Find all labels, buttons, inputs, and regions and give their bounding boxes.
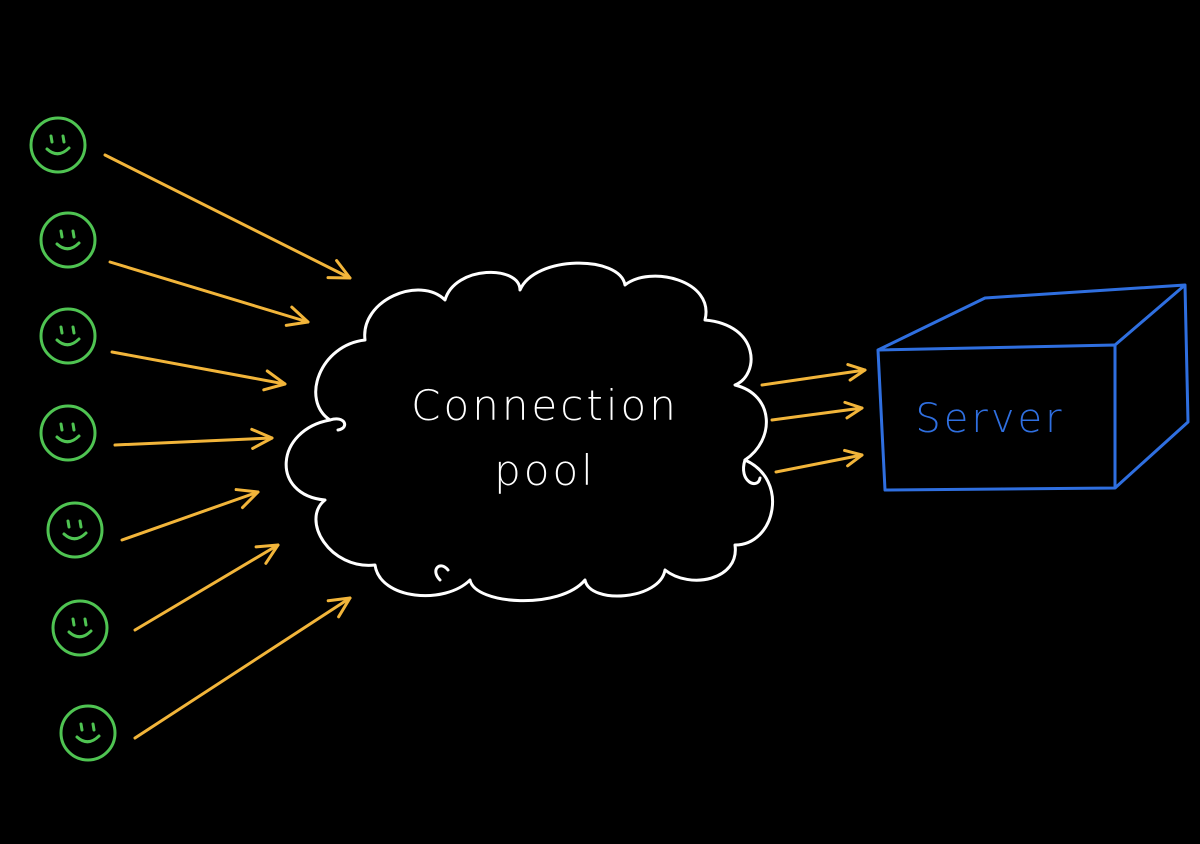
incoming-arrows-group — [103, 153, 352, 740]
client-smiley-icon — [39, 404, 97, 462]
right-eye — [71, 229, 76, 239]
cloud-curl-bottom — [434, 564, 450, 582]
outgoing-arrow — [760, 363, 867, 387]
client-smiley-icon — [46, 501, 104, 559]
arrow-shaft — [770, 406, 864, 422]
cloud-outline — [284, 261, 774, 603]
mouth — [62, 531, 88, 541]
mouth — [75, 734, 101, 744]
arrow-head — [262, 369, 287, 392]
mouth — [67, 629, 93, 639]
arrow-shaft — [133, 596, 352, 740]
arrow-head — [326, 596, 352, 619]
arrow-head — [843, 400, 864, 420]
arrow-shaft — [110, 350, 287, 386]
right-eye — [71, 325, 76, 335]
right-eye — [78, 519, 83, 529]
right-eye — [71, 422, 76, 432]
left-eye — [79, 722, 84, 732]
client-smiley-icon — [39, 307, 97, 365]
mouth — [55, 241, 81, 251]
incoming-arrow — [133, 543, 280, 632]
cloud-curl-right — [742, 458, 762, 485]
server-box-top-face — [877, 283, 1187, 352]
arrow-head — [284, 305, 310, 327]
server-label: Server — [915, 396, 1064, 442]
left-eye — [59, 325, 64, 335]
pool-label-line1: Connection — [411, 381, 679, 430]
left-eye — [71, 617, 76, 627]
arrow-shaft — [108, 260, 310, 324]
client-smiley-icon — [29, 116, 87, 174]
client-smiley-icon — [59, 704, 117, 762]
left-eye — [59, 422, 64, 432]
outgoing-arrows-group — [760, 363, 867, 474]
incoming-arrow — [133, 596, 352, 740]
server-box-side-face — [1113, 284, 1190, 490]
face-outline — [39, 211, 97, 269]
client-smiley-icon — [51, 599, 109, 657]
face-outline — [39, 404, 97, 462]
arrow-shaft — [103, 153, 352, 280]
face-outline — [39, 307, 97, 365]
arrow-head — [250, 427, 274, 450]
left-eye — [59, 229, 64, 239]
right-eye — [61, 134, 66, 144]
arrow-head — [846, 363, 867, 382]
right-eye — [91, 722, 96, 732]
left-eye — [49, 134, 54, 144]
incoming-arrow — [113, 427, 274, 450]
incoming-arrow — [103, 153, 352, 280]
arrow-head — [254, 543, 280, 565]
arrow-head — [843, 448, 864, 468]
cloud-curl-left — [328, 417, 347, 432]
right-eye — [83, 617, 88, 627]
incoming-arrow — [110, 350, 287, 392]
connection-pool-cloud: Connection pool — [284, 261, 774, 603]
mouth — [55, 337, 81, 347]
face-outline — [59, 704, 117, 762]
client-smiley-icon — [39, 211, 97, 269]
arrow-head — [234, 488, 260, 510]
arrow-shaft — [113, 436, 274, 447]
left-eye — [66, 519, 71, 529]
face-outline — [46, 501, 104, 559]
clients-group — [29, 116, 117, 762]
arrow-head — [326, 259, 352, 280]
incoming-arrow — [108, 260, 310, 327]
incoming-arrow — [120, 488, 260, 542]
face-outline — [51, 599, 109, 657]
arrow-shaft — [120, 490, 260, 542]
face-outline — [29, 116, 87, 174]
pool-label-line2: pool — [494, 446, 596, 495]
arrow-shaft — [760, 368, 867, 387]
mouth — [45, 146, 71, 156]
server-box: Server — [876, 283, 1190, 492]
arrow-shaft — [774, 453, 864, 474]
outgoing-arrow — [770, 400, 864, 422]
outgoing-arrow — [774, 448, 864, 474]
mouth — [55, 434, 81, 444]
arrow-shaft — [133, 543, 280, 632]
